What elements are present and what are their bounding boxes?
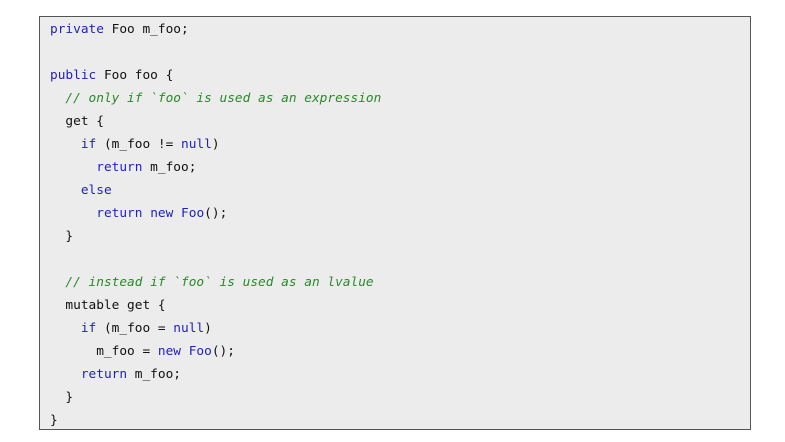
code-line: mutable get {: [50, 294, 166, 317]
code-text: [50, 160, 96, 175]
code-text: get {: [50, 114, 104, 129]
code-line: public Foo foo {: [50, 64, 173, 87]
code-keyword: return: [96, 160, 143, 175]
code-keyword: Foo: [188, 344, 212, 359]
code-text: }: [50, 229, 74, 244]
code-keyword: if: [80, 137, 97, 152]
code-text: [50, 137, 81, 152]
code-line: // only if `foo` is used as an expressio…: [50, 87, 381, 110]
code-line: if (m_foo != null): [50, 133, 220, 156]
code-text: [50, 321, 81, 336]
code-line: return m_foo;: [50, 156, 196, 179]
code-keyword: return: [80, 367, 128, 382]
code-text: [181, 344, 189, 359]
code-line: return new Foo();: [50, 202, 227, 225]
code-keyword: new: [157, 344, 181, 359]
code-line: else: [50, 179, 112, 202]
code-text: ();: [211, 344, 235, 359]
code-keyword: new: [150, 206, 174, 221]
code-keyword: public: [50, 68, 97, 83]
code-text: ): [204, 321, 212, 336]
code-keyword: Foo: [181, 206, 205, 221]
code-block: private Foo m_foo;public Foo foo { // on…: [39, 16, 751, 430]
code-line: if (m_foo = null): [50, 317, 212, 340]
code-keyword: private: [50, 22, 104, 37]
code-line: }: [50, 225, 73, 248]
code-line: private Foo m_foo;: [50, 18, 189, 41]
code-text: (m_foo !=: [96, 137, 181, 152]
code-text: ();: [204, 206, 228, 221]
code-keyword: else: [80, 183, 112, 198]
code-text: m_foo =: [50, 344, 158, 359]
code-line: }: [50, 409, 58, 432]
code-text: m_foo;: [142, 160, 197, 175]
code-keyword: null: [173, 321, 205, 336]
code-line: }: [50, 386, 73, 409]
code-text: m_foo;: [127, 367, 181, 382]
code-text: [50, 367, 81, 382]
code-keyword: if: [80, 321, 97, 336]
code-line: return m_foo;: [50, 363, 181, 386]
code-text: Foo m_foo;: [103, 22, 189, 37]
code-text: (m_foo =: [96, 321, 174, 336]
code-keyword: null: [181, 137, 212, 152]
code-text: [173, 206, 181, 221]
code-text: }: [50, 390, 74, 405]
code-comment: // only if `foo` is used as an expressio…: [65, 91, 382, 106]
code-line: get {: [50, 110, 104, 133]
code-comment: // instead if `foo` is used as an lvalue: [65, 275, 374, 290]
code-text: [50, 91, 65, 106]
code-text: mutable get {: [50, 298, 166, 313]
code-text: Foo foo {: [96, 68, 174, 83]
code-text: [50, 183, 81, 198]
code-line: m_foo = new Foo();: [50, 340, 235, 363]
code-keyword: return: [96, 206, 143, 221]
code-line: // instead if `foo` is used as an lvalue: [50, 271, 374, 294]
code-text: [50, 206, 96, 221]
code-text: }: [50, 413, 58, 428]
code-text: [50, 275, 65, 290]
code-text: ): [211, 137, 220, 152]
